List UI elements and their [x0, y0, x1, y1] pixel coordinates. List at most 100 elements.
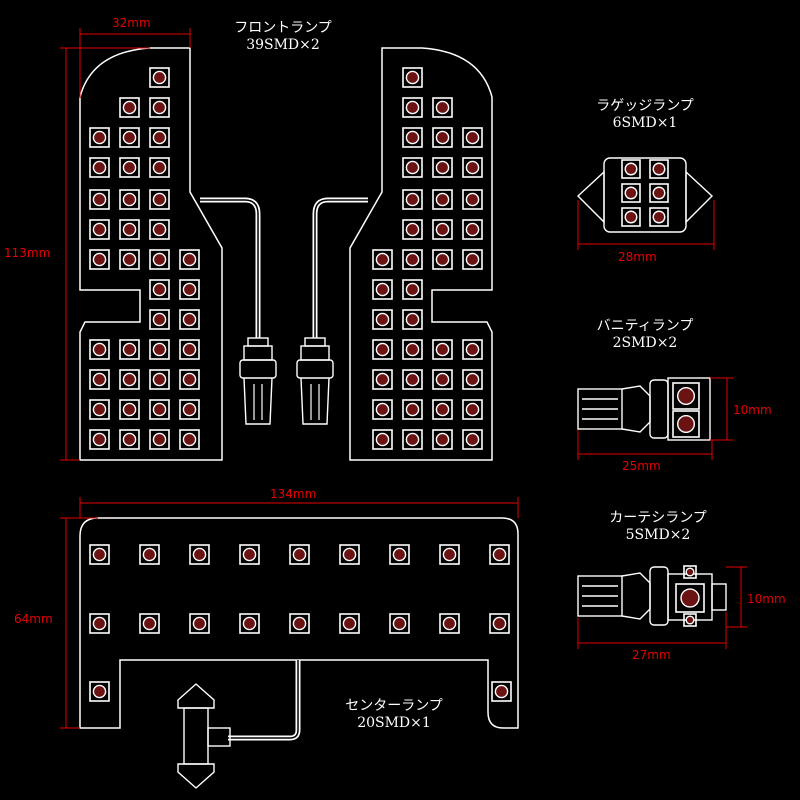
smd-led	[89, 249, 110, 270]
smd-led	[432, 429, 453, 450]
front-left-t10-socket	[239, 337, 277, 425]
courtesy-width-dimension	[577, 612, 727, 649]
smd-led	[432, 157, 453, 178]
smd-led	[119, 127, 140, 148]
smd-led	[432, 339, 453, 360]
smd-led	[239, 613, 260, 634]
smd-led	[439, 544, 460, 565]
smd-led	[462, 399, 483, 420]
smd-led	[179, 399, 200, 420]
smd-led	[149, 67, 170, 88]
smd-led	[683, 565, 697, 579]
front-width-dimension	[79, 28, 191, 98]
smd-led	[119, 97, 140, 118]
front-right-leds	[372, 67, 483, 450]
center-lamp-spec: 20SMD×1	[357, 715, 431, 731]
smd-led	[372, 309, 393, 330]
center-height-text: 64mm	[14, 612, 53, 626]
center-width-dimension	[79, 497, 519, 518]
center-lamp-name: センターランプ	[345, 698, 443, 714]
front-left-wire-core	[200, 199, 259, 338]
smd-led	[402, 369, 423, 390]
smd-led	[119, 339, 140, 360]
front-left-wire	[200, 197, 261, 338]
smd-led	[289, 613, 310, 634]
smd-led	[89, 189, 110, 210]
smd-led	[389, 544, 410, 565]
smd-led	[402, 189, 423, 210]
smd-led	[372, 249, 393, 270]
smd-led	[372, 429, 393, 450]
courtesy-leds	[675, 565, 705, 627]
front-height-text: 113mm	[4, 246, 51, 260]
smd-led	[119, 249, 140, 270]
smd-led	[432, 369, 453, 390]
smd-led	[372, 369, 393, 390]
courtesy-lamp-label: カーテシランプ 5SMD×2	[598, 510, 718, 544]
smd-led	[149, 157, 170, 178]
smd-led	[89, 157, 110, 178]
smd-led	[119, 369, 140, 390]
smd-led	[189, 613, 210, 634]
smd-led	[432, 189, 453, 210]
vanity-leds	[672, 382, 700, 438]
smd-led	[402, 399, 423, 420]
smd-led	[339, 613, 360, 634]
smd-led	[649, 207, 669, 227]
smd-led	[432, 127, 453, 148]
smd-led	[432, 97, 453, 118]
smd-led	[89, 219, 110, 240]
vanity-lamp-label: バニティランプ 2SMD×2	[590, 318, 700, 352]
smd-led	[89, 429, 110, 450]
smd-led	[179, 279, 200, 300]
smd-led	[491, 681, 512, 702]
center-wire	[228, 660, 301, 741]
smd-led	[139, 544, 160, 565]
front-right-wire	[312, 197, 368, 338]
luggage-lamp-name: ラゲッジランプ	[596, 98, 694, 114]
smd-led	[149, 97, 170, 118]
luggage-width-text: 28mm	[618, 250, 657, 264]
smd-led	[149, 189, 170, 210]
smd-led	[149, 219, 170, 240]
smd-led	[149, 279, 170, 300]
smd-led	[462, 339, 483, 360]
smd-led	[402, 429, 423, 450]
front-right-t10-socket	[296, 337, 334, 425]
smd-led	[179, 369, 200, 390]
smd-led	[139, 613, 160, 634]
smd-led	[372, 339, 393, 360]
smd-led	[189, 544, 210, 565]
smd-led	[149, 309, 170, 330]
courtesy-lamp-name: カーテシランプ	[609, 510, 707, 526]
smd-led	[462, 429, 483, 450]
smd-led	[289, 544, 310, 565]
smd-led	[179, 249, 200, 270]
smd-led	[462, 157, 483, 178]
smd-led	[89, 339, 110, 360]
vanity-height-dimension	[710, 377, 733, 441]
center-width-text: 134mm	[270, 487, 317, 501]
smd-led	[402, 279, 423, 300]
smd-led	[179, 429, 200, 450]
smd-led	[402, 67, 423, 88]
smd-led	[372, 279, 393, 300]
center-height-dimension	[60, 517, 98, 729]
smd-led	[432, 249, 453, 270]
smd-led	[89, 369, 110, 390]
smd-led	[119, 157, 140, 178]
smd-led	[149, 127, 170, 148]
vanity-width-text: 25mm	[622, 459, 661, 473]
front-left-leds	[89, 67, 200, 450]
smd-led	[675, 583, 705, 613]
smd-led	[489, 544, 510, 565]
smd-led	[621, 183, 641, 203]
smd-led	[119, 189, 140, 210]
courtesy-lamp	[577, 566, 727, 626]
smd-led	[89, 399, 110, 420]
luggage-width-dimension	[577, 200, 715, 250]
smd-led	[179, 339, 200, 360]
center-board	[79, 517, 519, 729]
front-right-wire-core	[314, 199, 368, 338]
